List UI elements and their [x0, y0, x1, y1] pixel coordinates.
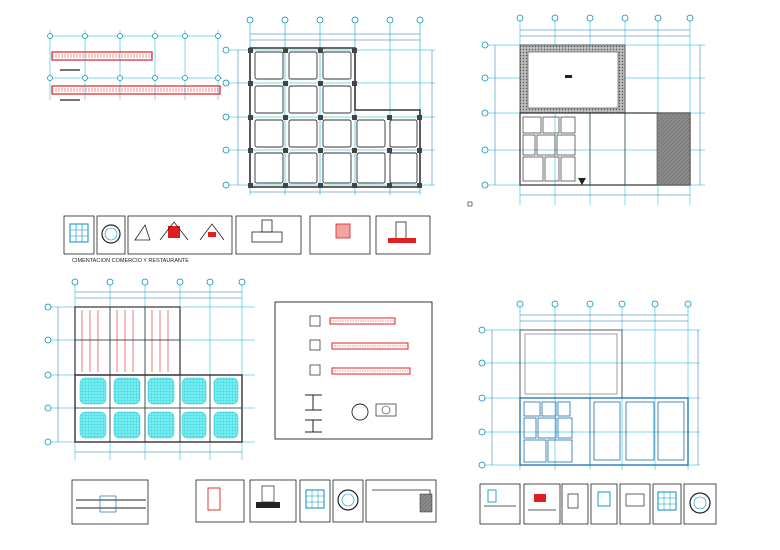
beam-details: [274, 301, 433, 440]
slab-plan: [44, 278, 255, 460]
construction-details: [479, 483, 717, 525]
architectural-floor-plan: [467, 14, 705, 207]
beam-elevations: [47, 30, 222, 101]
slab-detail-boxes: [71, 479, 437, 525]
upper-floor-plan: [478, 300, 700, 470]
foundation-detail-boxes: [63, 215, 431, 255]
foundation-plan: [222, 16, 435, 195]
foundation-caption: CIMENTACION COMERCIO Y RESTAURANTE: [72, 258, 189, 264]
